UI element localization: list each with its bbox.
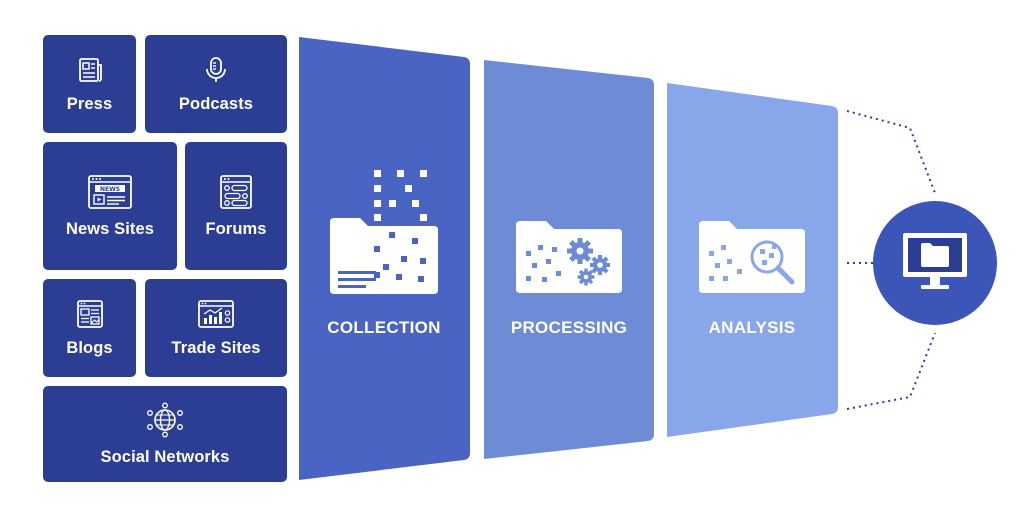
source-label-podcasts: Podcasts xyxy=(178,94,254,113)
stage-label-collection: COLLECTION xyxy=(327,318,441,337)
forum-icon xyxy=(220,174,252,209)
monitor-folder-icon xyxy=(903,233,967,289)
source-tile-blogs: Blogs xyxy=(43,279,136,377)
source-label-trade-sites: Trade Sites xyxy=(171,338,261,357)
folder-gears-icon xyxy=(516,221,622,293)
source-tile-podcasts: Podcasts xyxy=(145,35,287,133)
source-tile-press: Press xyxy=(43,35,136,133)
svg-text:NEWS: NEWS xyxy=(100,186,120,193)
source-tile-social-networks: Social Networks xyxy=(43,386,287,482)
source-label-blogs: Blogs xyxy=(66,338,113,357)
source-label-forums: Forums xyxy=(205,219,267,238)
source-tile-trade-sites: Trade Sites xyxy=(145,279,287,377)
source-tile-forums: Forums xyxy=(185,142,287,270)
trade-chart-icon xyxy=(198,299,234,328)
source-label-social-networks: Social Networks xyxy=(100,447,230,466)
source-label-news-sites: News Sites xyxy=(65,219,155,238)
globe-network-icon xyxy=(147,402,183,437)
microphone-icon xyxy=(206,56,226,82)
stage-label-processing: PROCESSING xyxy=(510,318,628,337)
source-label-press: Press xyxy=(66,94,113,113)
news-browser-icon: NEWS xyxy=(88,174,132,209)
folder-search-icon xyxy=(699,221,805,293)
folder-data-icon xyxy=(330,170,438,294)
blog-icon xyxy=(76,299,103,328)
stage-label-analysis: ANALYSIS xyxy=(708,318,796,337)
connector-lines xyxy=(846,110,936,410)
source-tile-news-sites: NEWS News Sites xyxy=(43,142,177,270)
newspaper-icon xyxy=(78,57,102,82)
